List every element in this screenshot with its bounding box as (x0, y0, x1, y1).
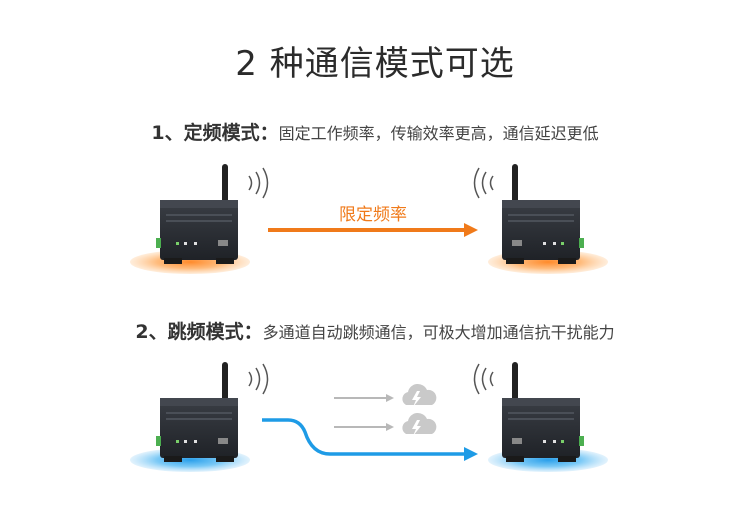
signal-waves-icon (473, 167, 494, 199)
mode-frequency-hopping-name: 2、跳频模式 (135, 321, 244, 343)
fixed-frequency-arrow-label: 限定频率 (339, 205, 407, 225)
fixed-frequency-arrow-head (464, 223, 478, 237)
gray-arrow-head-2 (386, 423, 394, 431)
signal-waves-icon (473, 363, 494, 395)
interference-cloud-icon (402, 412, 437, 436)
mode-fixed-frequency-description: 固定工作频率，传输效率更高，通信延迟更低 (278, 124, 599, 143)
radio-module-icon (156, 362, 238, 462)
radio-module-icon (156, 164, 238, 264)
frequency-hopping-arrow (262, 418, 466, 456)
signal-waves-icon (248, 363, 269, 395)
interference-cloud-icon (402, 383, 437, 407)
mode-frequency-hopping-separator: ： (243, 321, 263, 343)
page-title: 2 种通信模式可选 (235, 44, 515, 84)
gray-arrow-head-1 (386, 394, 394, 402)
radio-module-icon (502, 164, 584, 264)
mode-frequency-hopping-line: 2、跳频模式：多通道自动跳频通信，可极大增加通信抗干扰能力 (0, 317, 750, 344)
radio-module-icon (502, 362, 584, 462)
mode-fixed-frequency-name: 1、定频模式 (151, 122, 260, 144)
mode-frequency-hopping-description: 多通道自动跳频通信，可极大增加通信抗干扰能力 (262, 323, 615, 342)
mode-fixed-frequency-separator: ： (259, 122, 279, 144)
mode-fixed-frequency-line: 1、定频模式：固定工作频率，传输效率更高，通信延迟更低 (0, 118, 750, 145)
signal-waves-icon (248, 167, 269, 199)
frequency-hopping-arrow-head (464, 447, 478, 461)
